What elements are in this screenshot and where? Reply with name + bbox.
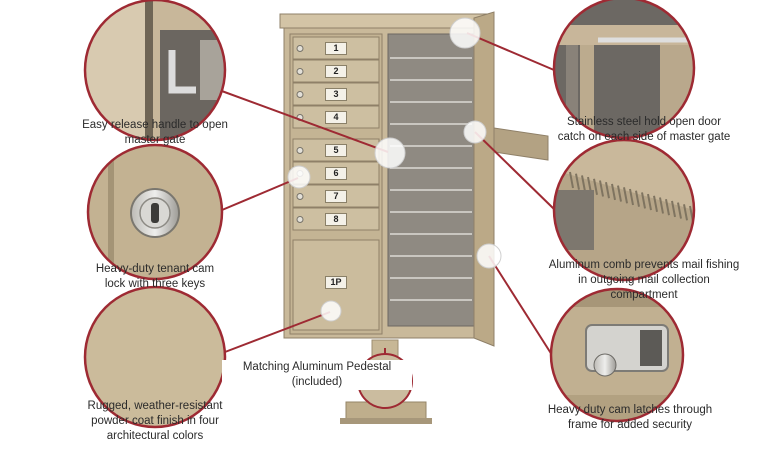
door-number: 5 (325, 144, 347, 157)
door-number: 3 (325, 88, 347, 101)
leader-lines (218, 32, 556, 370)
tenant-lock-icon (296, 147, 304, 154)
marker-cam-latches (476, 243, 502, 269)
door-number: 2 (325, 65, 347, 78)
callout-hold-open (552, 0, 696, 140)
outgoing-mail-slot (493, 127, 549, 161)
caption-hold-open: Stainless steel hold open door catch on … (557, 116, 731, 143)
comb-tooth (659, 197, 664, 214)
tenant-lock-icon (296, 193, 304, 200)
tenant-lock-icon (296, 45, 304, 52)
comb-ring (552, 138, 696, 282)
comb-tooth (611, 183, 616, 201)
callout-release-handle (83, 0, 227, 142)
comb-tooth (623, 187, 628, 204)
comb-tooth (683, 204, 688, 221)
leader-tenant-lock (221, 177, 299, 211)
leader-hold-open (466, 32, 555, 71)
caption-release-handle: Easy release handle to open master gate (82, 119, 228, 146)
comb-tooth (671, 200, 676, 218)
leader-powder-coat (224, 311, 331, 353)
tenant-lock-icon (296, 91, 304, 98)
door-number: 1 (325, 42, 347, 55)
callout-tenant-lock (86, 143, 224, 281)
comb-tooth (647, 193, 652, 211)
hold-open-ring (552, 0, 696, 140)
tenant-lock-ring (86, 143, 224, 281)
comb-tooth (575, 173, 580, 190)
comb-tooth (617, 185, 622, 202)
comb-tooth (653, 195, 658, 212)
comb-tooth (696, 208, 699, 224)
door-number: 6 (325, 167, 347, 180)
master-gate-door (473, 11, 495, 347)
parcel-door-number: 1P (325, 276, 347, 289)
leader-comb (474, 131, 556, 211)
leader-release-handle (218, 89, 389, 153)
callout-comb (552, 138, 699, 282)
comb-tooth (629, 188, 634, 206)
marker-comb (463, 120, 487, 144)
comb-tooth (593, 178, 598, 195)
comb-tooth (599, 180, 604, 197)
callout-powder-coat (83, 285, 227, 429)
caption-tenant-lock: Heavy-duty tenant cam lock with three ke… (95, 263, 215, 290)
comb-tooth (677, 202, 682, 219)
comb-tooth (635, 190, 640, 207)
comb-tooth (641, 192, 646, 209)
callout-cam-latches (549, 287, 685, 423)
caption-powder-coat: Rugged, weather-resistant powder coat fi… (87, 400, 223, 442)
marker-release-handle (374, 137, 406, 169)
marker-powder-coat (320, 300, 342, 322)
powder-coat-ring (83, 285, 227, 429)
caption-comb: Aluminum comb prevents mail fishing in o… (548, 259, 740, 301)
leader-cam-latches (488, 255, 553, 356)
caption-cam-latches: Heavy duty cam latches through frame for… (547, 404, 713, 431)
marker-hold-open (449, 17, 481, 49)
release-handle-ring (83, 0, 227, 142)
interior-compartment (387, 33, 475, 327)
marker-tenant-lock (287, 165, 311, 189)
comb-tooth (581, 175, 586, 192)
door-number: 4 (325, 111, 347, 124)
cam-latches-ring (549, 287, 685, 423)
tenant-lock-icon (296, 216, 304, 223)
caption-pedestal: Matching Aluminum Pedestal (included) (222, 360, 412, 390)
comb-tooth (665, 199, 670, 216)
door-number: 7 (325, 190, 347, 203)
pedestal-foot (340, 418, 432, 424)
door-number: 8 (325, 213, 347, 226)
comb-tooth (569, 171, 574, 189)
tenant-lock-icon (296, 68, 304, 75)
comb-tooth (605, 182, 610, 199)
cluster-mailbox-unit (279, 11, 549, 424)
